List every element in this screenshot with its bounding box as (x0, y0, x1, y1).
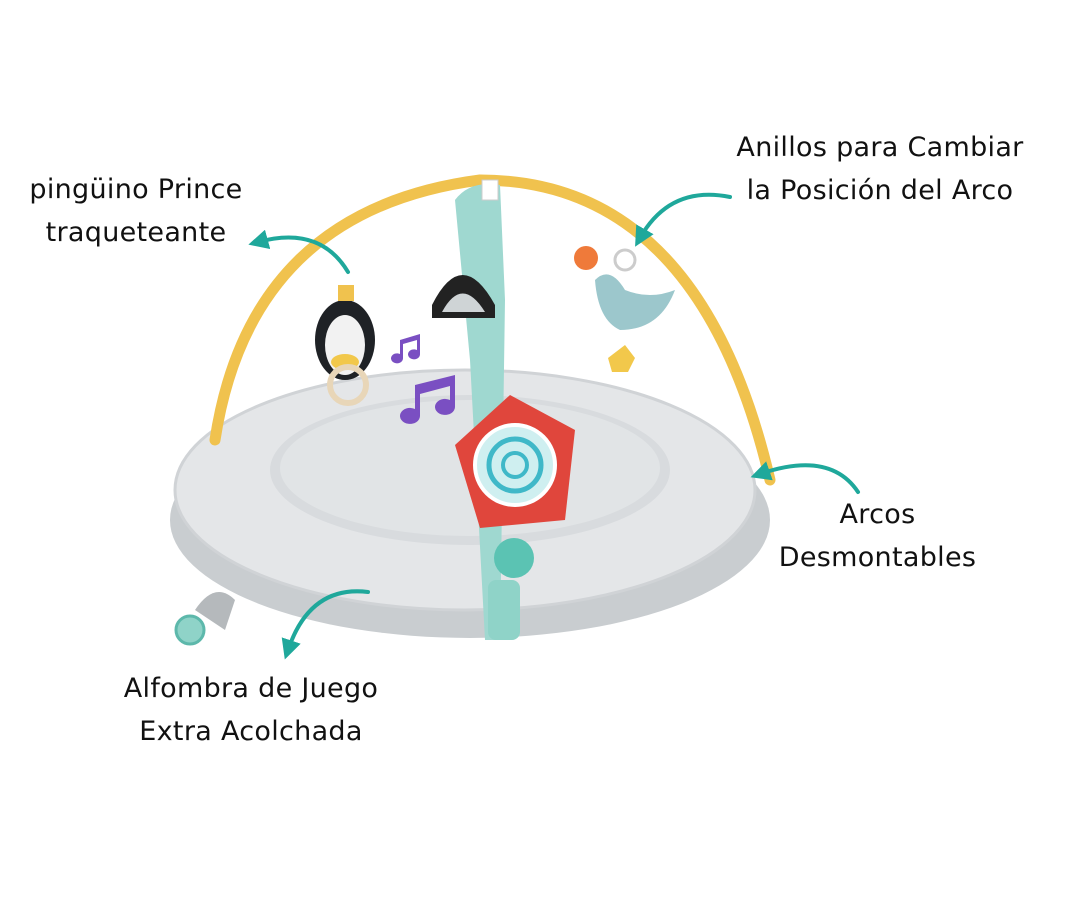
label-arches-line2: Desmontables (778, 542, 977, 573)
penguin-rattle (315, 285, 375, 406)
label-arches-line1: Arcos (839, 499, 916, 530)
label-penguin-line2: traqueteante (45, 217, 227, 248)
label-mat-line1: Alfombra de Juego (123, 673, 379, 704)
mirror-toy (432, 275, 495, 318)
arch (209, 174, 776, 486)
label-rings-line2: la Posición del Arco (746, 175, 1014, 206)
seal-toy (574, 246, 675, 372)
label-arches: Arcos Desmontables (750, 493, 1005, 579)
label-mat: Alfombra de Juego Extra Acolchada (90, 667, 412, 753)
label-rings: Anillos para Cambiar la Posición del Arc… (705, 126, 1055, 212)
arrow-rings (635, 192, 732, 247)
label-penguin-line1: pingüino Prince (29, 174, 243, 205)
annotation-arrows (248, 192, 860, 660)
music-notes (391, 334, 455, 424)
label-mat-line2: Extra Acolchada (139, 716, 363, 747)
label-penguin: pingüino Prince traqueteante (5, 168, 267, 254)
play-mat (170, 368, 770, 646)
arrow-mat (281, 589, 370, 660)
arrow-penguin (248, 229, 350, 274)
label-rings-line1: Anillos para Cambiar (736, 132, 1024, 163)
arrow-arches (750, 461, 860, 494)
red-panel (455, 395, 575, 640)
